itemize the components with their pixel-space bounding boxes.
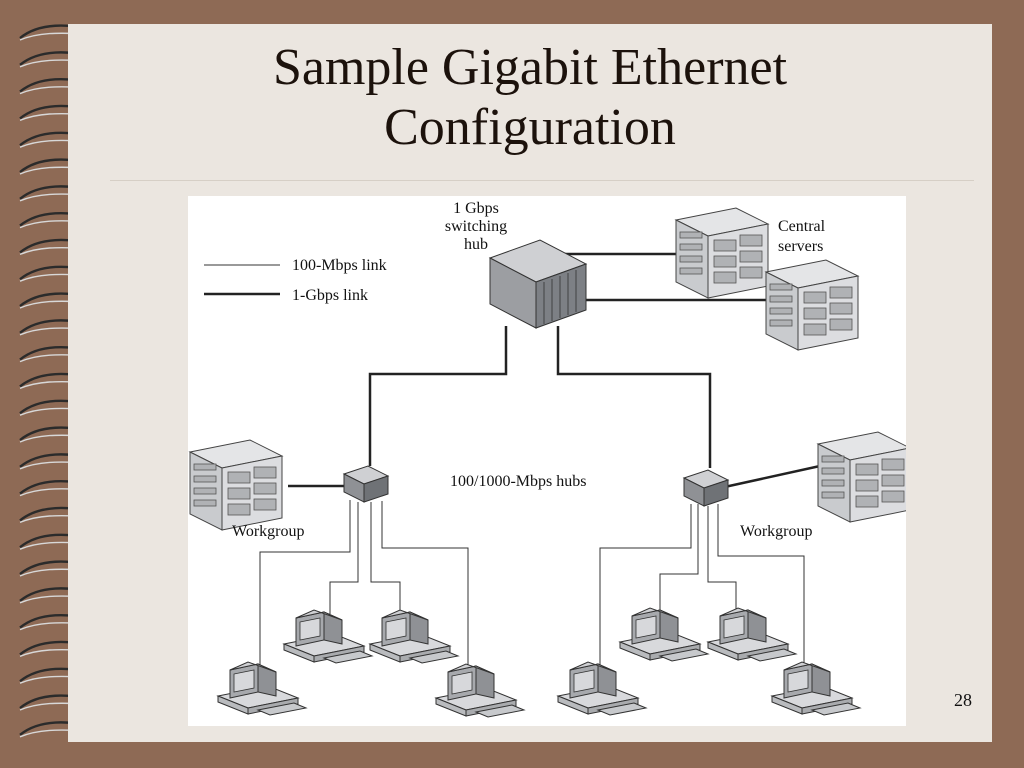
title-line-1: Sample Gigabit Ethernet	[272, 39, 788, 96]
workstation	[557, 661, 647, 716]
switch-label-line1: 1 Gbps	[453, 200, 499, 217]
workgroup-server-left	[189, 439, 283, 531]
network-diagram: 100-Mbps link 1-Gbps link 1 Gbps switchi…	[188, 196, 911, 726]
page-number: 28	[954, 690, 972, 710]
right-workgroup-hub	[682, 469, 730, 507]
switch-label-line3: hub	[464, 236, 488, 253]
workgroup-label-left: Workgroup	[232, 523, 304, 540]
title-divider	[110, 180, 974, 181]
central-server-2	[765, 259, 859, 351]
workgroup-label-right: Workgroup	[740, 523, 812, 540]
gigabit-switching-hub	[488, 239, 588, 329]
workstation	[707, 607, 797, 662]
workstation	[435, 663, 525, 718]
workstation	[217, 661, 307, 716]
legend-thin-label: 100-Mbps link	[292, 257, 387, 274]
workstation	[771, 661, 861, 716]
servers-label-line1: Central	[778, 218, 826, 235]
servers-label-line2: servers	[778, 238, 823, 255]
gigabit-links	[288, 252, 821, 490]
slide-title: Sample Gigabit Ethernet Configuration	[68, 38, 992, 158]
network-diagram-svg: 100-Mbps link 1-Gbps link 1 Gbps switchi…	[189, 200, 911, 718]
left-workgroup-hub	[342, 465, 390, 503]
central-server-1	[675, 207, 769, 299]
switch-label-line2: switching	[445, 218, 507, 235]
workstation	[283, 609, 373, 664]
workgroup-server-right	[817, 431, 911, 523]
workstation	[369, 609, 459, 664]
legend-thick-label: 1-Gbps link	[292, 287, 368, 304]
workstation	[619, 607, 709, 662]
title-line-2: Configuration	[384, 99, 676, 156]
fast-ethernet-links	[259, 500, 805, 668]
hubs-label: 100/1000-Mbps hubs	[450, 473, 586, 490]
